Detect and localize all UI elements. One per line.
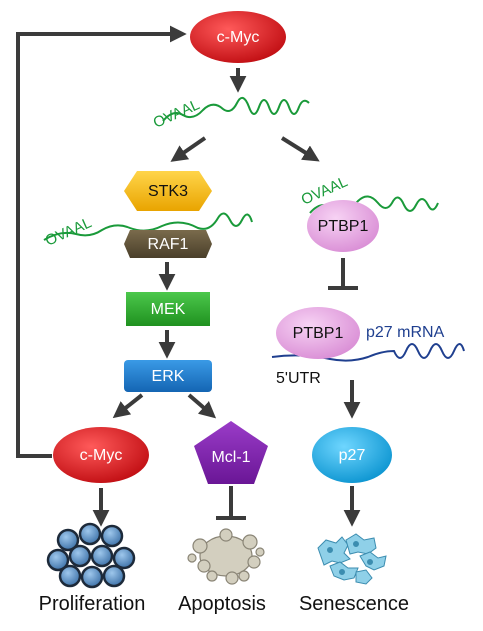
pathway-arrows: [92, 68, 361, 527]
arrow-erk-to-mcl1: [187, 393, 217, 419]
p27-node: p27: [312, 427, 392, 483]
arrow-erk-to-cmyc: [112, 393, 144, 419]
arrow-ovaal-to-ptbp1: [280, 136, 320, 162]
inhibition-bars: [216, 258, 358, 520]
utr-label: 5'UTR: [276, 370, 321, 387]
cmyc-bottom-node: c-Myc: [53, 427, 149, 483]
p27-mrna-strand: [271, 343, 465, 362]
mek-node: MEK: [126, 292, 210, 326]
ptbp1-top-label: PTBP1: [318, 218, 369, 235]
ptbp1-bottom-node: PTBP1: [276, 307, 360, 359]
ovaal-left-label: OVAAL: [43, 214, 95, 249]
mcl1-node: Mcl-1: [194, 421, 268, 484]
erk-label: ERK: [152, 368, 185, 385]
mcl1-label: Mcl-1: [211, 449, 250, 466]
raf1-label: RAF1: [148, 236, 189, 253]
ovaal-top-strand: [162, 96, 310, 122]
ptbp1-top-node: PTBP1: [307, 200, 379, 252]
feedback-loop-arrow: [16, 25, 187, 458]
p27-label: p27: [339, 447, 366, 464]
stk3-label: STK3: [148, 183, 188, 200]
inhibit-ptbp1-p27: [328, 258, 358, 290]
p27-mrna-label: p27 mRNA: [366, 324, 445, 341]
proliferation-cells-icon: [46, 522, 136, 589]
stk3-node: STK3: [124, 171, 212, 211]
cmyc-top-node: c-Myc: [190, 11, 286, 63]
ovaal-left-strand: [43, 212, 253, 241]
apoptosis-label: Apoptosis: [178, 593, 266, 615]
erk-node: ERK: [124, 360, 212, 392]
raf1-node: RAF1: [124, 230, 212, 258]
ptbp1-bottom-label: PTBP1: [293, 325, 344, 342]
ovaal-top-label: OVAAL: [151, 96, 203, 131]
ovaal-rna-strands: [43, 96, 439, 241]
proliferation-label: Proliferation: [39, 593, 146, 615]
arrow-ovaal-to-stk3: [170, 136, 207, 162]
apoptosis-cell-icon: [187, 528, 265, 585]
cmyc-bottom-label: c-Myc: [80, 447, 123, 464]
cmyc-top-label: c-Myc: [217, 29, 260, 46]
mek-label: MEK: [151, 301, 186, 318]
senescence-label: Senescence: [299, 593, 409, 615]
inhibit-mcl1-apoptosis: [216, 486, 246, 520]
senescence-cells-icon: [317, 533, 387, 585]
